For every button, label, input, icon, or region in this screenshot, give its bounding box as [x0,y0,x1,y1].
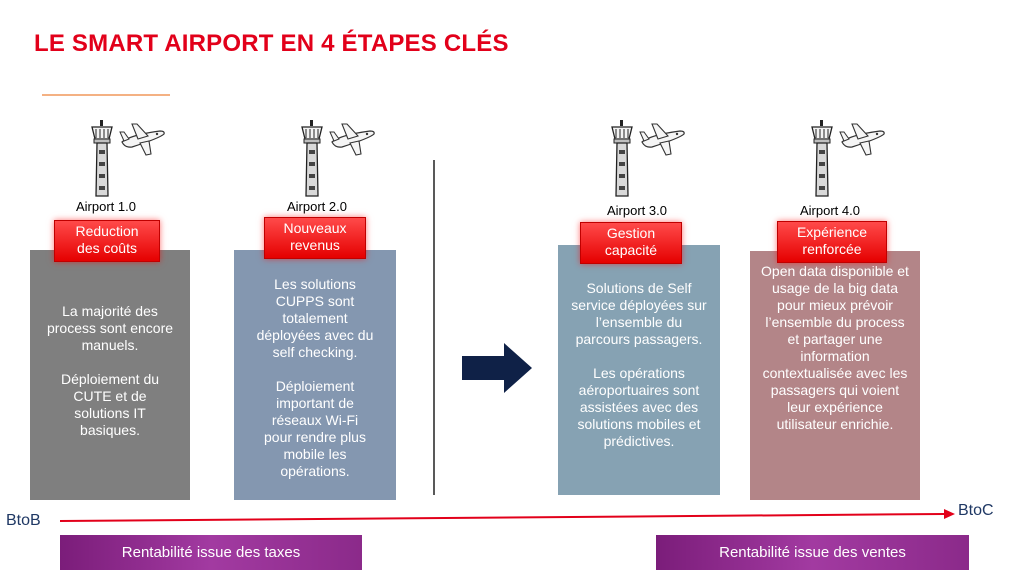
phase-divider [433,160,435,495]
tower-plane-icon [91,119,165,197]
axis-arrow [60,509,955,522]
page-title: LE SMART AIRPORT EN 4 ÉTAPES CLÉS [34,30,509,57]
axis-start-label: BtoB [6,512,41,529]
step-card-3: Solutions de Self service déployées sur … [558,245,720,495]
step-badge-1-line-2: des coûts [77,240,137,256]
profit-right-bar: Rentabilité issue des ventes [656,535,969,570]
airport-label-2: Airport 2.0 [287,199,347,214]
step-badge-3-line-2: capacité [604,242,658,258]
step-3-text-2: Les opérations aéroportuaires sont assis… [577,365,701,449]
step-badge-2-line-1: Nouveaux [283,220,347,236]
profit-left-bar: Rentabilité issue des taxes [60,535,362,570]
step-2-text-1: Les solutions CUPPS sont totalement dépl… [256,276,374,360]
step-badge-1-line-1: Reduction [75,223,139,239]
step-badge-3-line-1: Gestion [606,225,656,241]
step-card-2: Les solutions CUPPS sont totalement dépl… [234,250,396,500]
step-3-text-1: Solutions de Self service déployées sur … [571,280,707,347]
step-card-1: La majorité des process sont encore manu… [30,250,190,500]
tower-plane-icon [811,119,885,197]
title-underline [42,94,170,96]
step-badge-1: Reduction des coûts [54,220,160,262]
step-1-text-1: La majorité des process sont encore manu… [46,303,174,353]
tower-plane-icon [301,119,375,197]
step-1-text-2: Déploiement du CUTE et de solutions IT b… [60,371,160,438]
tower-plane-icon [611,119,685,197]
step-badge-3: Gestion capacité [580,222,682,264]
step-4-text-1: Open data disponible et usage de la big … [761,263,909,432]
airport-label-3: Airport 3.0 [607,203,667,218]
step-badge-4-line-2: renforcée [802,241,862,257]
step-badge-2-line-2: revenus [290,237,340,253]
step-badge-4-line-1: Expérience [796,224,868,240]
axis-end-label: BtoC [958,502,994,519]
arrow-right-icon [462,343,532,393]
step-badge-2: Nouveaux revenus [264,217,366,259]
step-card-4: Open data disponible et usage de la big … [750,251,920,500]
step-badge-4: Expérience renforcée [777,221,887,263]
airport-label-4: Airport 4.0 [800,203,860,218]
step-2-text-2: Déploiement important de réseaux Wi-Fi p… [264,378,366,479]
airport-label-1: Airport 1.0 [76,199,136,214]
